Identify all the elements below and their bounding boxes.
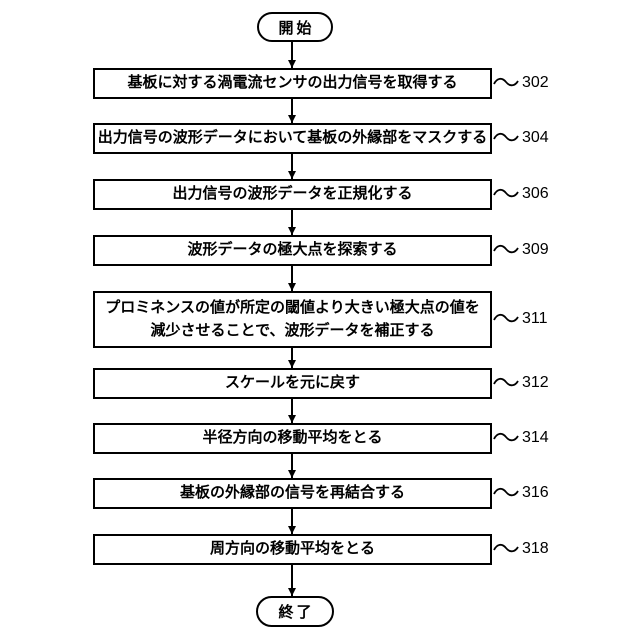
flow-connector-314-316 <box>287 454 296 478</box>
tilde-leader-icon <box>493 77 519 87</box>
ref-number: 312 <box>522 374 549 391</box>
process-box-314: 半径方向の移動平均をとる <box>93 423 492 454</box>
ref-number: 304 <box>522 129 549 146</box>
process-box-302-label: 基板に対する渦電流センサの出力信号を取得する <box>127 74 458 92</box>
ref-number: 318 <box>522 540 549 557</box>
process-box-316: 基板の外縁部の信号を再結合する <box>93 478 492 509</box>
flow-connector-316-318 <box>287 509 296 534</box>
tilde-leader-icon <box>493 244 519 254</box>
ref-label-311: 311 <box>493 309 548 329</box>
flow-connector-start-302 <box>287 42 296 68</box>
tilde-leader-icon <box>493 432 519 442</box>
ref-number: 309 <box>522 241 549 258</box>
flow-connector-302-304 <box>287 99 296 123</box>
ref-label-316: 316 <box>493 483 549 503</box>
ref-label-306: 306 <box>493 184 549 204</box>
ref-label-312: 312 <box>493 373 549 393</box>
ref-number: 316 <box>522 484 549 501</box>
flow-connector-309-311 <box>287 266 296 291</box>
tilde-leader-icon <box>493 377 519 387</box>
flow-connector-304-306 <box>287 154 296 179</box>
process-box-309: 波形データの極大点を探索する <box>93 235 492 266</box>
tilde-leader-icon <box>493 132 519 142</box>
tilde-leader-icon <box>493 543 519 553</box>
ref-label-314: 314 <box>493 428 549 448</box>
ref-number: 306 <box>522 185 549 202</box>
flow-connector-311-312 <box>287 348 296 368</box>
process-box-304: 出力信号の波形データにおいて基板の外縁部をマスクする <box>93 123 492 154</box>
process-box-302: 基板に対する渦電流センサの出力信号を取得する <box>93 68 492 99</box>
ref-label-309: 309 <box>493 240 549 260</box>
start-terminal: 開始 <box>257 12 333 42</box>
process-box-304-label: 出力信号の波形データにおいて基板の外縁部をマスクする <box>97 129 488 147</box>
process-box-312-label: スケールを元に戻す <box>224 374 360 392</box>
flow-connector-318-end <box>287 565 296 596</box>
process-box-316-label: 基板の外縁部の信号を再結合する <box>179 484 405 502</box>
start-terminal-label: 開始 <box>278 19 315 37</box>
tilde-leader-icon <box>493 487 519 497</box>
process-box-314-label: 半径方向の移動平均をとる <box>202 429 383 447</box>
ref-number: 302 <box>522 74 549 91</box>
end-terminal-label: 終了 <box>278 604 315 621</box>
tilde-leader-icon <box>493 313 519 323</box>
flow-connector-306-309 <box>287 210 296 235</box>
flow-connector-312-314 <box>287 399 296 423</box>
tilde-leader-icon <box>493 188 519 198</box>
ref-number: 314 <box>522 429 549 446</box>
ref-number: 311 <box>522 310 548 327</box>
process-box-306-label: 出力信号の波形データを正規化する <box>172 185 413 203</box>
ref-label-302: 302 <box>493 73 549 93</box>
process-box-311-label: プロミネンスの値が所定の閾値より大きい極大点の値を 減少させることで、波形データ… <box>105 299 480 339</box>
process-box-311: プロミネンスの値が所定の閾値より大きい極大点の値を 減少させることで、波形データ… <box>93 291 492 348</box>
end-terminal: 終了 <box>256 596 334 627</box>
process-box-309-label: 波形データの極大点を探索する <box>187 241 398 259</box>
process-box-318-label: 周方向の移動平均をとる <box>209 540 375 558</box>
process-box-306: 出力信号の波形データを正規化する <box>93 179 492 210</box>
ref-label-318: 318 <box>493 539 549 559</box>
ref-label-304: 304 <box>493 128 549 148</box>
process-box-318: 周方向の移動平均をとる <box>93 534 492 565</box>
process-box-312: スケールを元に戻す <box>93 368 492 399</box>
